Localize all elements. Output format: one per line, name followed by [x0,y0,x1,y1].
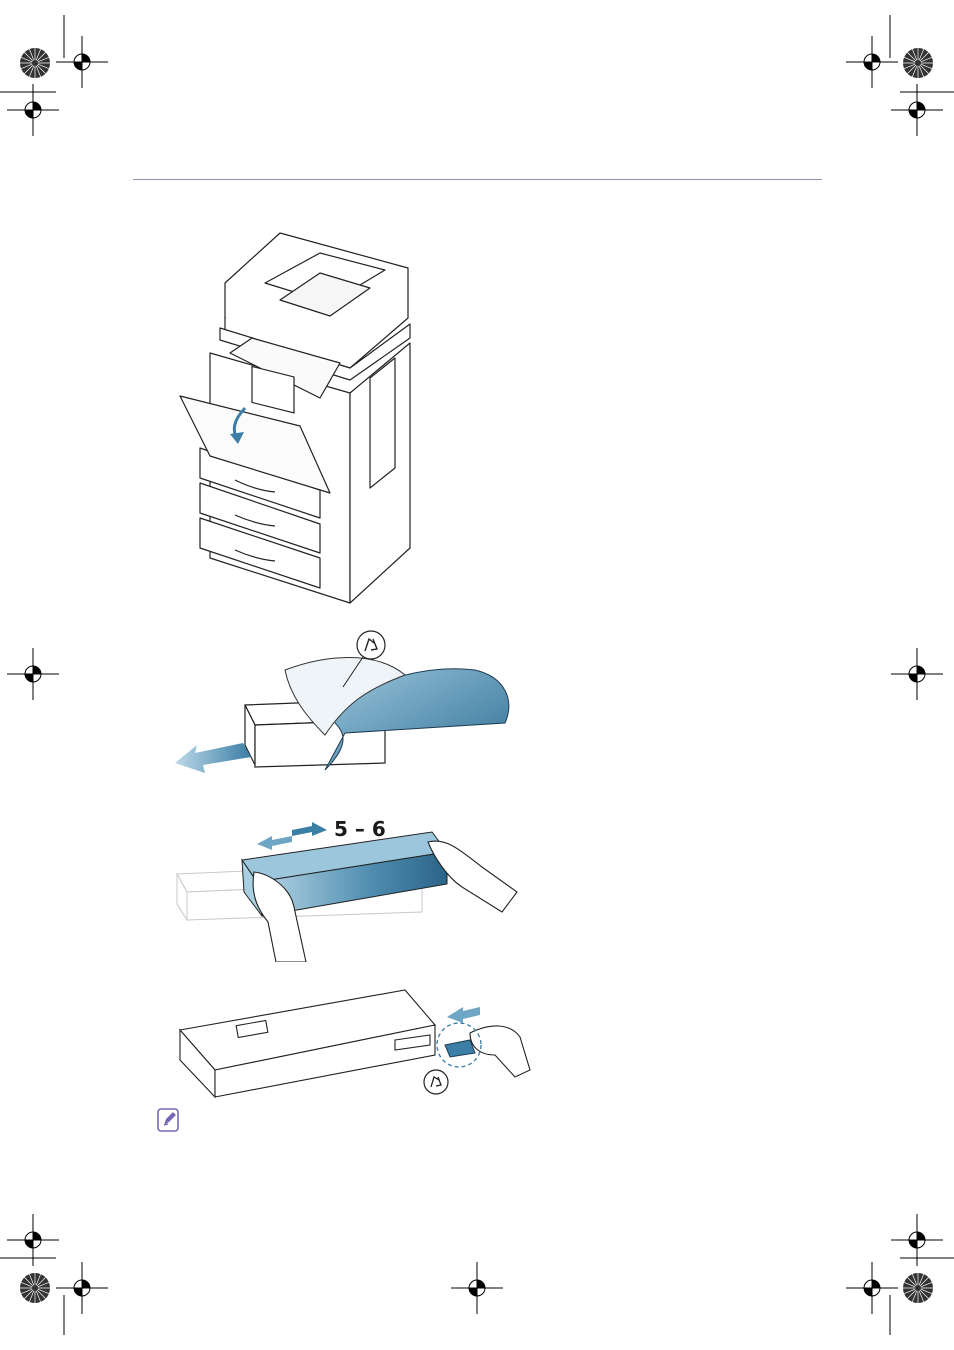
registration-mark [891,648,943,700]
recycle-icon [424,1070,448,1094]
header-rule [133,179,822,180]
color-calibration-mark [903,48,933,78]
toner-cartridge-seal-removal [175,985,535,1100]
registration-mark [451,1262,503,1314]
color-calibration-mark [20,1273,50,1303]
color-calibration-mark [903,1273,933,1303]
pencil-note-icon [157,1108,181,1134]
registration-mark [7,648,59,700]
shake-count-label: 5 – 6 [334,817,386,841]
recycle-icon [357,631,385,659]
toner-cartridge-shaking: 5 – 6 [172,812,532,962]
toner-cartridge-unpacking [175,625,535,785]
color-calibration-mark [20,48,50,78]
printer-front-door-open [170,228,430,608]
